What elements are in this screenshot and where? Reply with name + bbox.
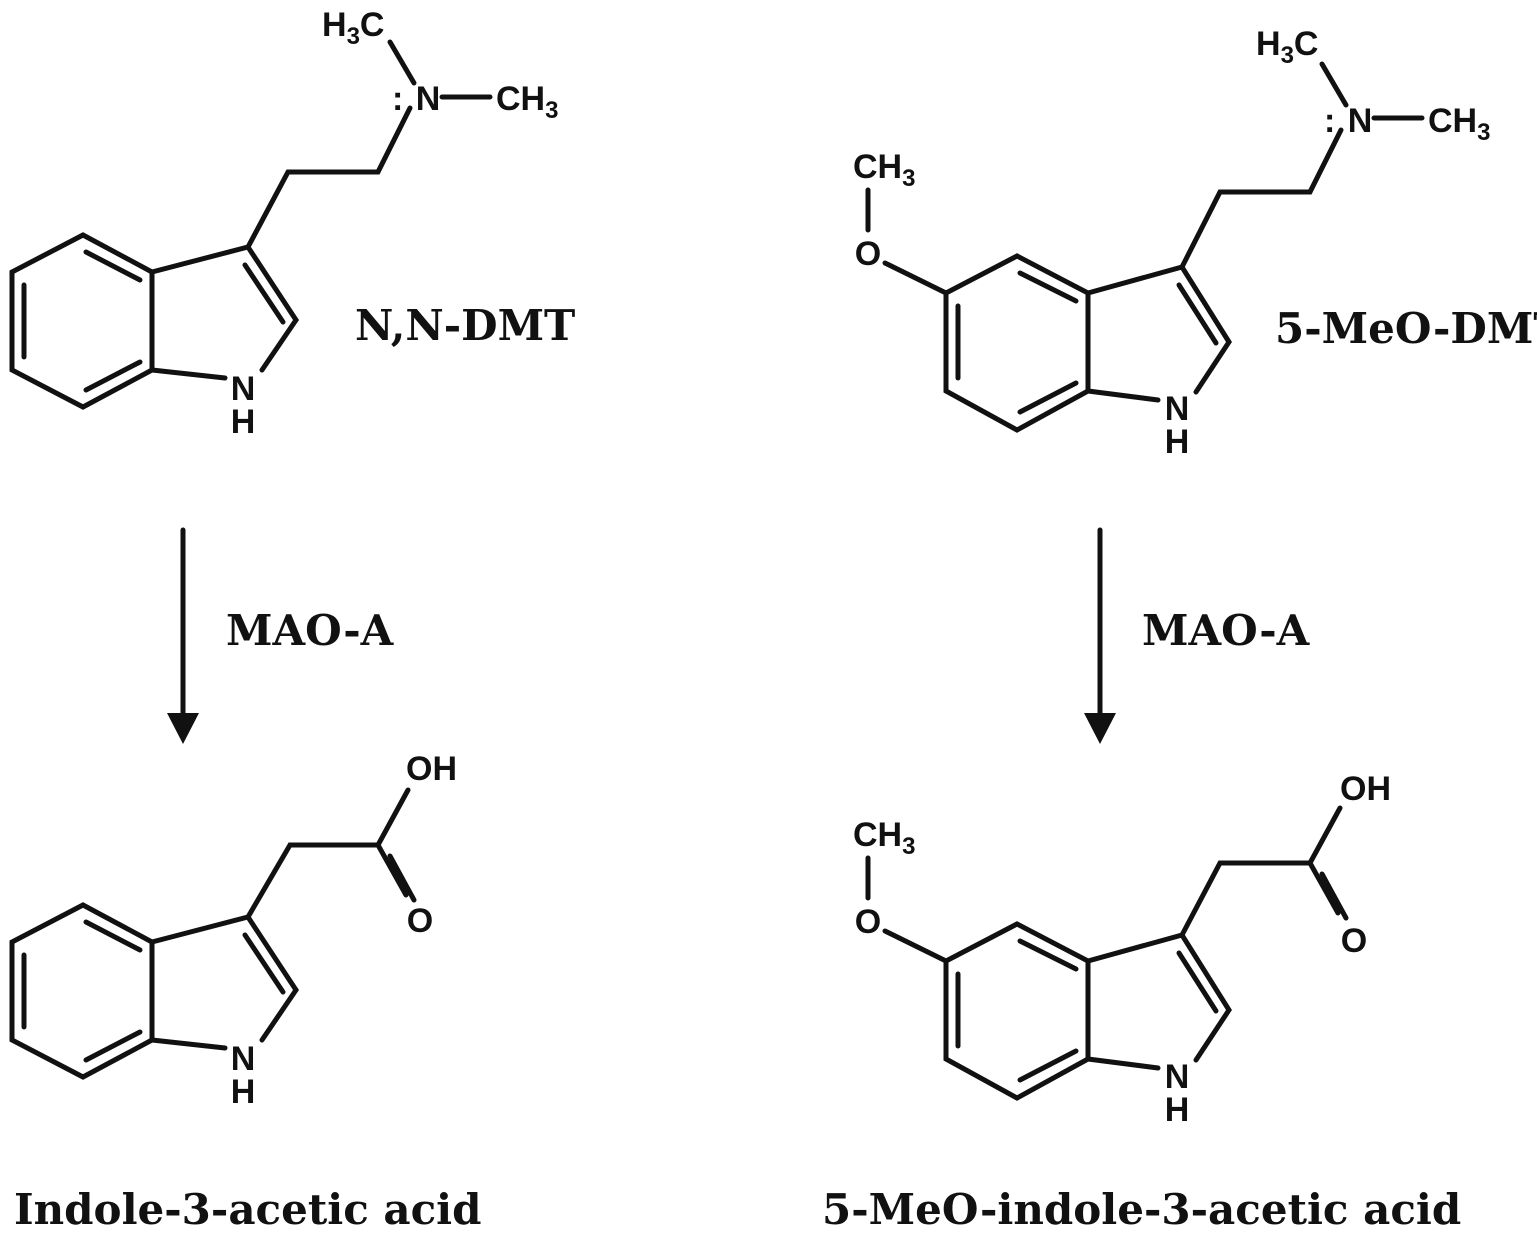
dmt-h3c-label: H3C	[322, 6, 384, 50]
dmt-amine-n-label: N	[416, 80, 441, 118]
iaa-pyrrole-double-bond	[242, 932, 286, 995]
meo-iaa-methoxy-ch3-label: CH3	[853, 816, 915, 860]
iaa-name-label: Indole-3-acetic acid	[14, 1185, 482, 1234]
dmt-ch3-right-label: CH3	[496, 80, 558, 124]
iaa-structure: N H OH O	[9, 750, 457, 1111]
dmt-nh-n-label: N	[231, 370, 256, 408]
enzyme-label-left: MAO-A	[226, 606, 395, 655]
meo-dmt-amine-n-label: N	[1348, 102, 1373, 140]
meo-iaa-methoxy-bonds	[865, 855, 949, 964]
meo-dmt-lone-pair: :	[1324, 102, 1335, 140]
dmt-n-methyl-bonds	[387, 39, 493, 100]
iaa-nh-n-label: N	[231, 1040, 256, 1078]
dmt-pyrrole-double-bond	[242, 262, 286, 325]
meo-iaa-nh-h-label: H	[1165, 1091, 1190, 1129]
arrow-head-right	[1084, 713, 1116, 744]
meo-iaa-oh-label: OH	[1340, 770, 1391, 808]
meo-dmt-nh-h-label: H	[1165, 423, 1190, 461]
meo-iaa-structure: N H OH O CH3 O	[853, 770, 1391, 1129]
iaa-side-chain	[245, 787, 417, 920]
enzyme-label-right: MAO-A	[1142, 606, 1311, 655]
meo-dmt-methoxy-ch3-label: CH3	[853, 148, 915, 192]
dmt-pyrrole-ring	[149, 244, 300, 381]
meo-dmt-benzene-inner-bonds	[955, 270, 1079, 415]
iaa-pyrrole-ring	[149, 914, 300, 1051]
dmt-structure: N H : N CH3 H3C	[9, 6, 558, 441]
arrow-head-left	[167, 713, 199, 744]
meo-iaa-benzene-inner-bonds	[955, 938, 1079, 1083]
meo-dmt-methoxy-o-label: O	[855, 235, 881, 273]
meo-dmt-nh-n-label: N	[1165, 390, 1190, 428]
dmt-lone-pair: :	[392, 80, 403, 118]
meo-iaa-nh-n-label: N	[1165, 1058, 1190, 1096]
meo-iaa-pyrrole-ring	[1085, 932, 1232, 1071]
meo-iaa-name-label: 5-MeO-indole-3-acetic acid	[822, 1185, 1461, 1234]
iaa-oh-label: OH	[406, 750, 457, 788]
iaa-benzene-inner-bonds	[21, 919, 143, 1063]
iaa-benzene-ring	[9, 902, 155, 1080]
dmt-benzene-inner-bonds	[21, 249, 143, 393]
meo-dmt-structure: N H : N CH3 H3C CH3 O	[853, 25, 1490, 461]
meo-dmt-pyrrole-ring	[1085, 264, 1232, 403]
meo-iaa-side-chain	[1179, 805, 1349, 938]
reaction-arrow-left	[167, 527, 199, 744]
dmt-benzene-ring	[9, 232, 155, 410]
dmt-nh-h-label: H	[231, 403, 256, 441]
meo-dmt-name-label: 5-MeO-DMT	[1275, 304, 1537, 353]
meo-iaa-methoxy-o-label: O	[855, 903, 881, 941]
meo-dmt-pyrrole-double-bond	[1176, 282, 1219, 346]
iaa-nh-h-label: H	[231, 1073, 256, 1111]
dmt-name-label: N,N-DMT	[355, 301, 575, 350]
meo-dmt-h3c-label: H3C	[1256, 25, 1318, 69]
meo-dmt-ch3-right-label: CH3	[1428, 102, 1490, 146]
meo-iaa-benzene-ring	[943, 921, 1091, 1101]
meo-iaa-pyrrole-double-bond	[1176, 950, 1219, 1014]
dmt-side-chain	[245, 105, 413, 250]
iaa-o-label: O	[407, 902, 433, 940]
meo-dmt-n-methyl-bonds	[1319, 61, 1425, 121]
meo-dmt-benzene-ring	[943, 253, 1091, 433]
meo-dmt-side-chain	[1179, 127, 1344, 270]
reaction-arrow-right	[1084, 527, 1116, 744]
meo-dmt-methoxy-bonds	[865, 187, 949, 296]
meo-iaa-o-label: O	[1341, 922, 1367, 960]
